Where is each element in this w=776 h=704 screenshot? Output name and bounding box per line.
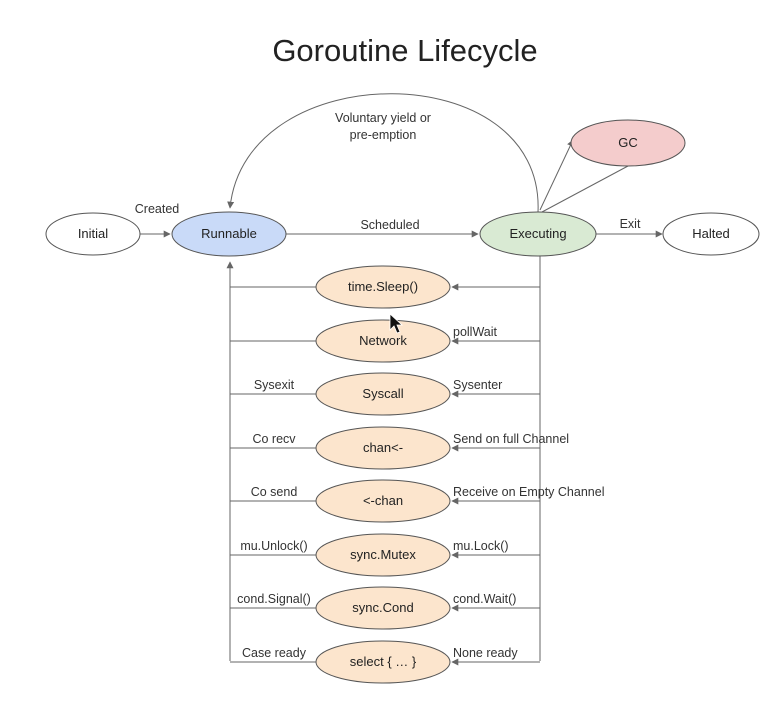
leave-label: Co recv — [252, 432, 296, 446]
leave-label: mu.Unlock() — [240, 539, 307, 553]
node-halted-label: Halted — [692, 226, 730, 241]
wait-state-row: chan<- Send on full Channel Co recv — [230, 426, 569, 470]
enter-label: pollWait — [453, 325, 498, 339]
wait-state-node — [315, 640, 451, 684]
wait-state-row: <-chan Receive on Empty Channel Co send — [230, 479, 604, 523]
scheduled-label: Scheduled — [360, 218, 419, 232]
wait-state-row: Network pollWait — [230, 319, 540, 363]
wait-state-node — [315, 426, 451, 470]
leave-label: Co send — [251, 485, 298, 499]
exit-label: Exit — [620, 217, 641, 231]
enter-label: None ready — [453, 646, 518, 660]
wait-state-node — [315, 479, 451, 523]
node-runnable-label: Runnable — [201, 226, 257, 241]
created-label: Created — [135, 202, 180, 216]
enter-label: Sysenter — [453, 378, 502, 392]
wait-state-label: sync.Mutex — [350, 547, 416, 562]
yield-label-line2: pre-emption — [350, 128, 417, 142]
enter-label: Send on full Channel — [453, 432, 569, 446]
wait-state-row: select { … } None ready Case ready — [230, 640, 540, 684]
wait-state-row: sync.Cond cond.Wait() cond.Signal() — [230, 586, 540, 630]
leave-label: Case ready — [242, 646, 307, 660]
wait-state-node — [315, 319, 451, 363]
node-initial-label: Initial — [78, 226, 108, 241]
wait-state-node — [315, 265, 451, 309]
wait-state-label: select { … } — [350, 654, 417, 669]
yield-label-line1: Voluntary yield or — [335, 111, 431, 125]
wait-state-node — [315, 372, 451, 416]
wait-state-row: Syscall Sysenter Sysexit — [230, 372, 540, 416]
wait-state-label: Network — [359, 333, 407, 348]
node-executing-label: Executing — [509, 226, 566, 241]
wait-state-row: sync.Mutex mu.Lock() mu.Unlock() — [230, 533, 540, 577]
wait-state-node — [315, 533, 451, 577]
gc-return-line — [541, 165, 629, 213]
wait-state-label: chan<- — [363, 440, 403, 455]
node-halted: Halted — [662, 212, 760, 256]
wait-state-label: sync.Cond — [352, 600, 413, 615]
wait-state-label: <-chan — [363, 493, 403, 508]
enter-label: Receive on Empty Channel — [453, 485, 604, 499]
leave-label: cond.Signal() — [237, 592, 311, 606]
node-gc: GC — [570, 119, 686, 167]
wait-state-label: Syscall — [362, 386, 403, 401]
wait-state-label: time.Sleep() — [348, 279, 418, 294]
wait-state-node — [315, 586, 451, 630]
node-executing: Executing — [479, 211, 597, 257]
node-runnable: Runnable — [171, 211, 287, 257]
enter-label: cond.Wait() — [453, 592, 516, 606]
gc-arrow — [539, 139, 574, 211]
wait-state-row: time.Sleep() — [230, 265, 540, 309]
node-gc-label: GC — [618, 135, 638, 150]
diagram-title: Goroutine Lifecycle — [272, 33, 537, 68]
leave-label: Sysexit — [254, 378, 295, 392]
enter-label: mu.Lock() — [453, 539, 509, 553]
node-initial: Initial — [45, 212, 141, 256]
mouse-cursor-icon — [389, 313, 404, 334]
